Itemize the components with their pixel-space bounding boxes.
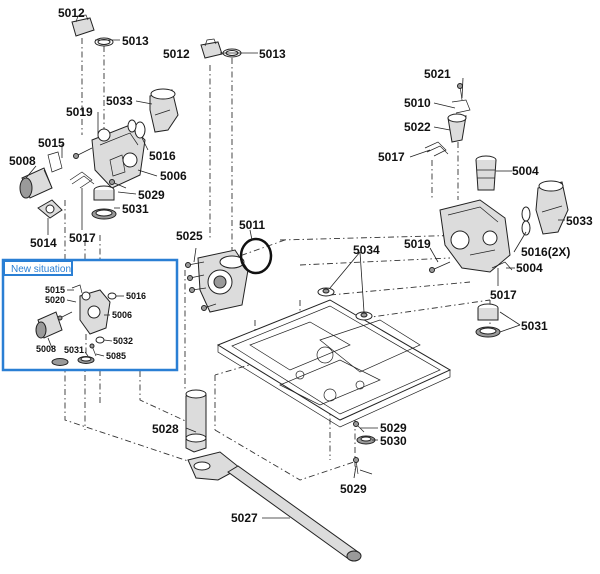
inset-hose-connector xyxy=(35,311,63,339)
callout-labels: 5012 5013 5012 5013 5021 5010 5019 5033 … xyxy=(9,6,593,525)
leader-lines xyxy=(25,39,565,519)
label-5033-right: 5033 xyxy=(566,214,593,228)
label-5031-right: 5031 xyxy=(521,319,548,333)
inset-clip-5015 xyxy=(71,284,83,294)
label-5019-top: 5019 xyxy=(66,105,93,119)
label-5011: 5011 xyxy=(239,218,265,232)
clip-5017-right-top xyxy=(424,141,449,157)
label-5004-right-top: 5004 xyxy=(512,164,539,178)
hose-connector-5008 xyxy=(19,167,53,199)
label-5017-right-bottom: 5017 xyxy=(490,288,517,302)
label-5028: 5028 xyxy=(152,422,179,436)
elbow-housing-5033-left xyxy=(149,88,179,133)
label-5029-bottom: 5029 xyxy=(340,482,367,496)
label-5017-right-top: 5017 xyxy=(378,150,405,164)
inset-oring-5016 xyxy=(107,292,117,300)
clip-5017-right-bottom xyxy=(491,261,513,271)
label-5019-right: 5019 xyxy=(404,237,431,251)
cap-5022 xyxy=(447,113,467,143)
nipple-5031-right xyxy=(475,303,501,338)
clip-5012-top-left xyxy=(71,14,95,37)
inset-new-situation: New situation xyxy=(1,258,179,372)
inset-label-5020: 5020 xyxy=(45,295,65,305)
label-5015: 5015 xyxy=(38,136,65,150)
label-5006: 5006 xyxy=(160,169,187,183)
label-5013-top-middle: 5013 xyxy=(259,47,286,61)
label-5016-left: 5016 xyxy=(149,149,176,163)
screws-5025 xyxy=(185,261,217,311)
screw-5029-left xyxy=(109,179,127,189)
inset-oring-5032 xyxy=(95,336,105,344)
seal-ring-5011 xyxy=(239,237,273,275)
label-5029-left: 5029 xyxy=(138,188,165,202)
drain-small-parts xyxy=(353,421,376,475)
inset-title: New situation xyxy=(11,264,71,275)
label-5012-top-middle: 5012 xyxy=(163,47,190,61)
valve-body-5006 xyxy=(91,124,146,189)
nipple-5031-left xyxy=(91,185,117,220)
label-5021: 5021 xyxy=(424,67,451,81)
oring-5016-left xyxy=(134,121,146,139)
clip-5012-top-middle xyxy=(200,38,223,59)
label-5010: 5010 xyxy=(404,96,431,110)
label-5022: 5022 xyxy=(404,120,431,134)
label-5012-top-left: 5012 xyxy=(58,6,85,20)
label-5031-left: 5031 xyxy=(122,202,149,216)
screw-5019-right xyxy=(429,261,451,273)
inset-screw-5085 xyxy=(89,343,97,357)
label-5004-right-bottom: 5004 xyxy=(516,261,543,275)
standpipe-5028 xyxy=(185,389,207,453)
clip-5017-left xyxy=(69,171,95,189)
inset-label-5006: 5006 xyxy=(112,310,132,320)
label-5013-top-left: 5013 xyxy=(122,34,149,48)
pump-housing xyxy=(197,249,249,313)
label-5030: 5030 xyxy=(380,434,407,448)
screw-5019-left xyxy=(73,147,93,159)
drain-tube-5027 xyxy=(187,451,362,562)
inset-screw-5020 xyxy=(57,311,73,321)
label-5029-right: 5029 xyxy=(380,421,407,435)
label-5017-left: 5017 xyxy=(69,231,96,245)
inset-label-5031: 5031 xyxy=(64,345,84,355)
label-5025: 5025 xyxy=(176,229,203,243)
valve-body-5004-right xyxy=(439,199,511,273)
elbow-housing-5033-right xyxy=(535,180,569,235)
bracket-5014 xyxy=(37,199,63,219)
base-plate xyxy=(216,299,452,428)
label-5034: 5034 xyxy=(353,243,380,257)
clip-5010 xyxy=(451,99,471,114)
label-5008: 5008 xyxy=(9,154,36,168)
label-5033-left: 5033 xyxy=(106,94,133,108)
clip-5015 xyxy=(47,151,63,173)
inset-label-5015: 5015 xyxy=(45,285,65,295)
inset-label-5032: 5032 xyxy=(113,336,133,346)
inset-label-5008: 5008 xyxy=(36,344,56,354)
inset-bracket xyxy=(51,358,69,366)
label-5016-2x: 5016(2X) xyxy=(521,245,570,259)
inset-label-5016: 5016 xyxy=(126,291,146,301)
cartridge-5004-right xyxy=(475,155,497,191)
label-5014: 5014 xyxy=(30,236,57,250)
label-5027: 5027 xyxy=(231,511,258,525)
inset-valve-body xyxy=(79,289,111,335)
oring-5016-right xyxy=(521,206,531,222)
inset-label-5085: 5085 xyxy=(106,351,126,361)
